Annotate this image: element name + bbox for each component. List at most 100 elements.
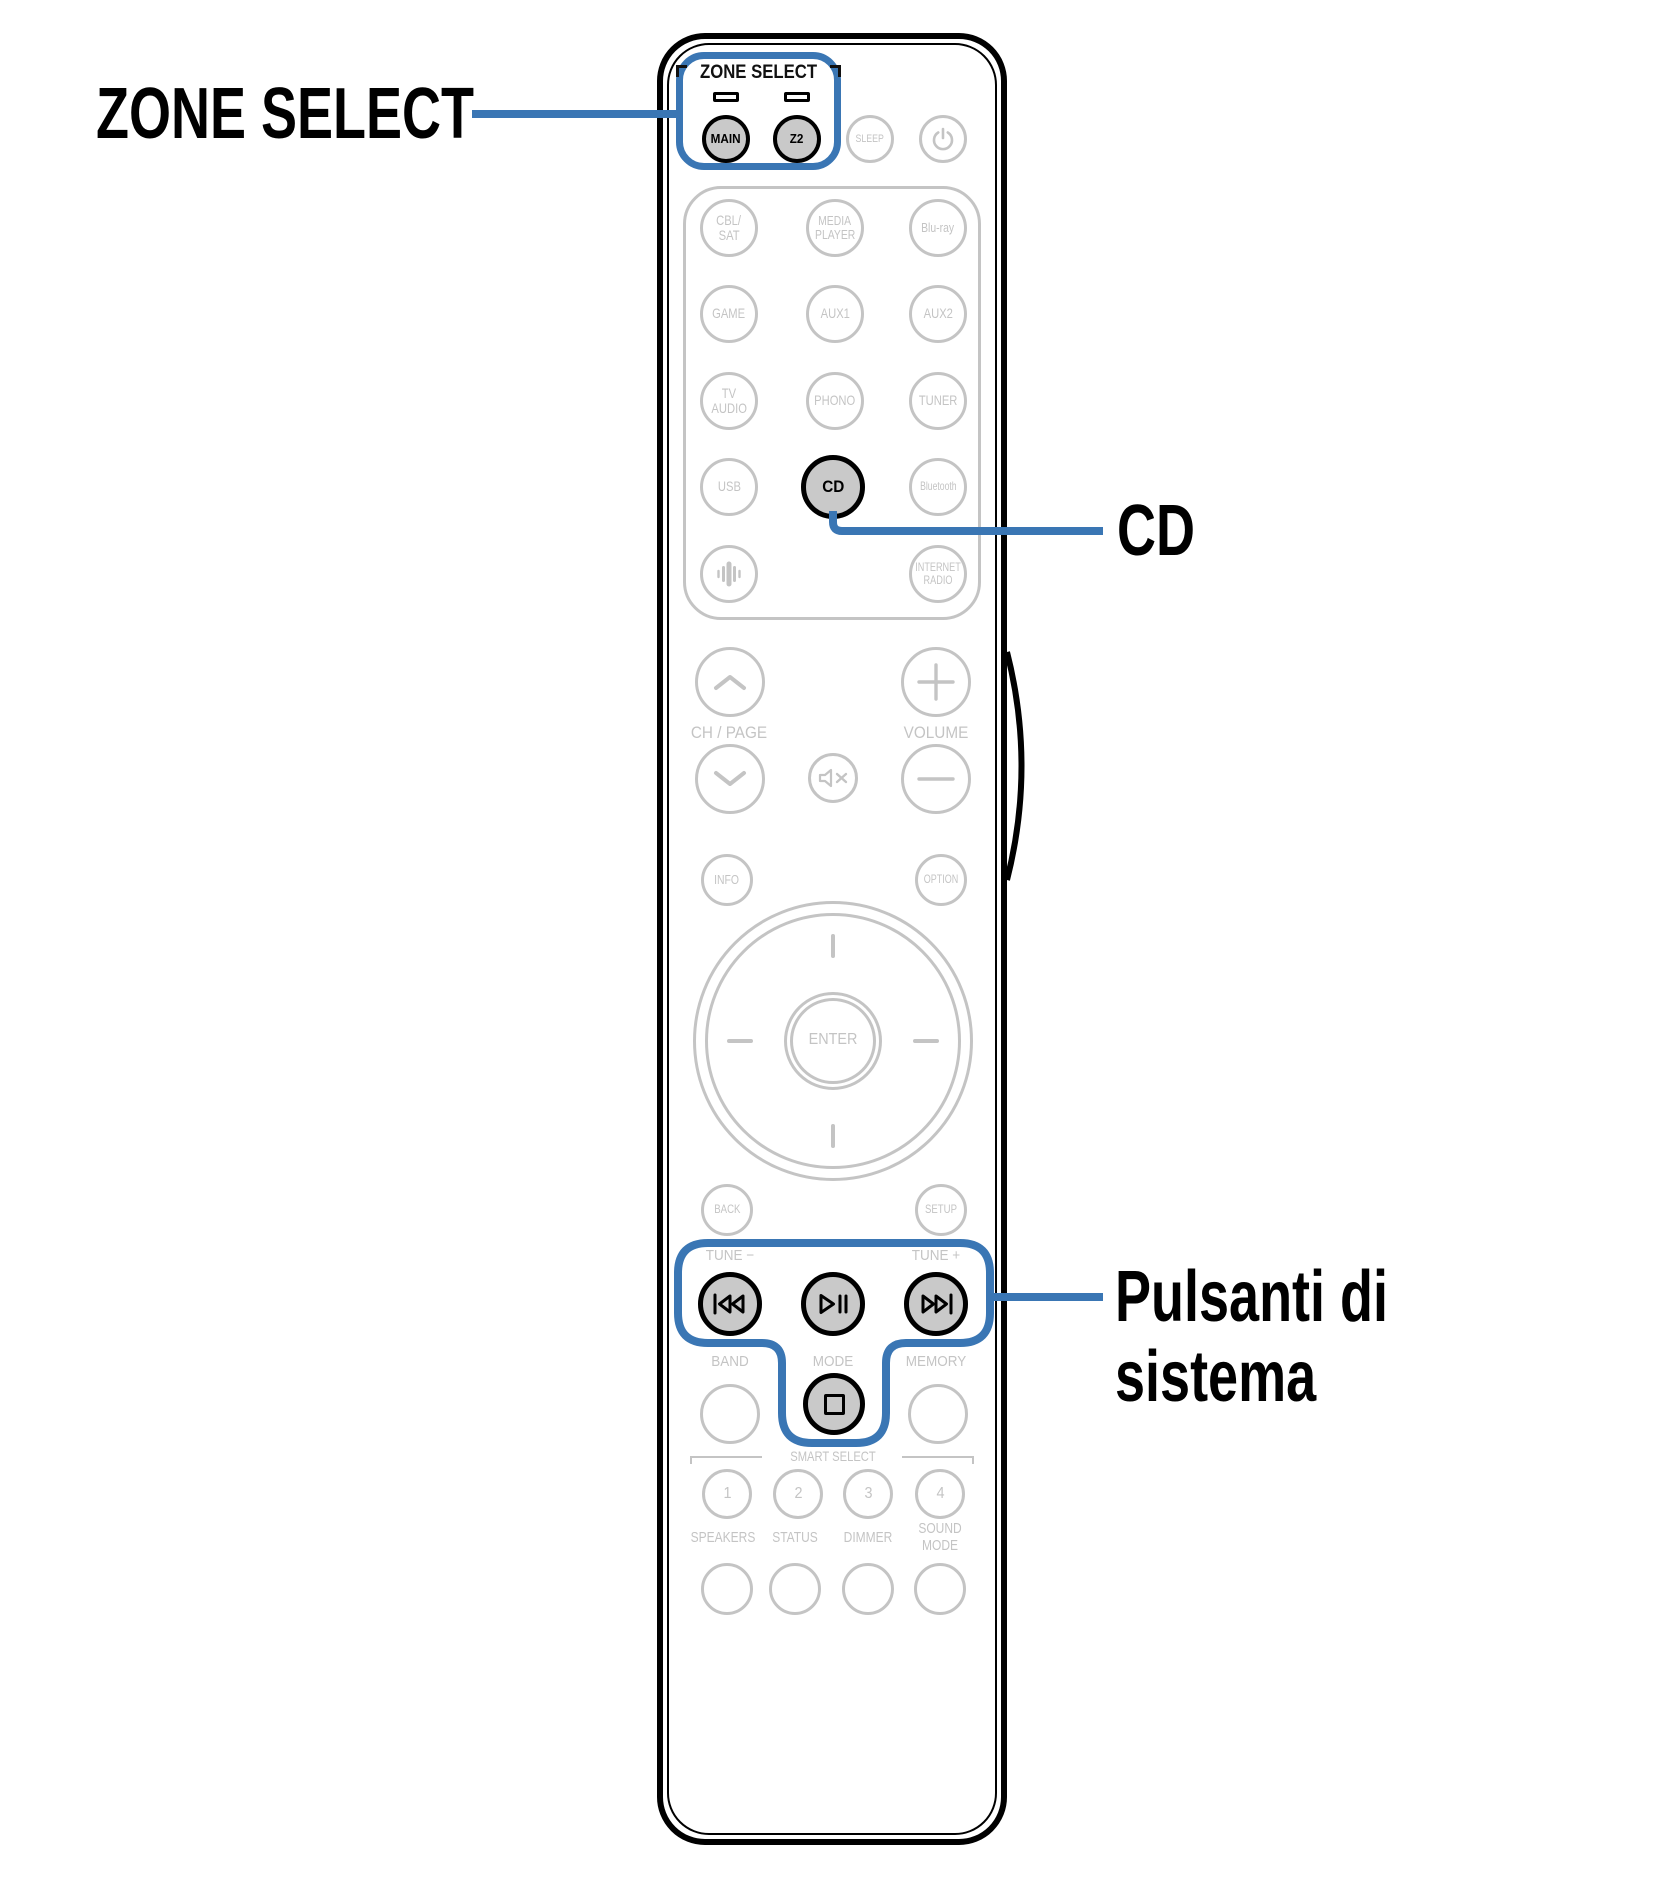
smart-select-4-label: 4 xyxy=(935,1485,945,1503)
audio-wave-button xyxy=(700,545,758,603)
zone-select-corner-right xyxy=(830,65,841,77)
main-zone-button-label: MAIN xyxy=(711,130,741,146)
play-pause-button xyxy=(801,1272,865,1336)
aux1-label: AUX1 xyxy=(820,305,850,322)
remote-inner-outline xyxy=(667,43,997,1835)
sound-mode-label: SOUND MODE xyxy=(870,1520,1010,1554)
minus-icon xyxy=(916,775,956,783)
speakers-button xyxy=(701,1563,753,1615)
bluetooth-label: Bluetooth xyxy=(919,479,957,494)
cursor-left-mark xyxy=(727,1039,753,1043)
smart-select-1-label: 1 xyxy=(722,1485,732,1503)
enter-button-outer xyxy=(784,992,882,1090)
zone-select-header-label: ZONE SELECT xyxy=(699,62,818,83)
callout-system-line2: sistema xyxy=(1115,1337,1317,1417)
smart-select-header-text: SMART SELECT xyxy=(790,1448,876,1464)
cursor-pad-inner-ring xyxy=(705,913,961,1169)
audio-wave-icon xyxy=(714,559,744,589)
zone-select-callout-line xyxy=(472,110,678,118)
zone-select-corner-left xyxy=(676,65,687,77)
volume-up-button xyxy=(901,647,971,717)
skip-forward-button xyxy=(904,1272,968,1336)
smart-select-line-right xyxy=(902,1456,974,1458)
cursor-up-mark xyxy=(831,934,835,958)
skip-back-button xyxy=(698,1272,762,1336)
volume-label-text: VOLUME xyxy=(903,723,969,742)
usb-label: USB xyxy=(717,478,741,495)
source-buttons-group xyxy=(683,186,981,620)
tv-audio-label-1: TV xyxy=(721,384,737,401)
cbl-sat-label-2: SAT xyxy=(718,227,740,243)
status-label: STATUS xyxy=(725,1529,865,1547)
dimmer-label-text: DIMMER xyxy=(843,1529,893,1546)
setup-label: SETUP xyxy=(924,1202,957,1217)
info-button: INFO xyxy=(701,854,753,906)
status-button xyxy=(769,1563,821,1615)
zone-main-led xyxy=(713,92,739,102)
bluray-button: Blu-ray xyxy=(909,199,967,257)
power-button xyxy=(919,115,967,163)
chevron-down-icon xyxy=(712,770,748,788)
smart-select-line-left xyxy=(690,1456,762,1458)
zone-select-header: ZONE SELECT xyxy=(676,62,841,84)
play-pause-icon xyxy=(813,1291,853,1317)
callout-zone-select: ZONE SELECT xyxy=(96,74,475,154)
dimmer-button xyxy=(842,1563,894,1615)
smart-select-1-button: 1 xyxy=(702,1469,752,1519)
ch-page-label-text: CH / PAGE xyxy=(690,723,768,742)
media-player-label-2: PLAYER xyxy=(814,227,856,242)
smart-select-tick-right xyxy=(972,1456,974,1464)
internet-radio-label-2: RADIO xyxy=(923,573,953,587)
ch-page-label: CH / PAGE xyxy=(659,723,799,743)
setup-button: SETUP xyxy=(915,1184,967,1236)
tv-audio-button: TV AUDIO xyxy=(700,372,758,430)
sound-mode-label-2: MODE xyxy=(922,1536,958,1554)
speakers-label: SPEAKERS xyxy=(653,1529,793,1547)
memory-label: MEMORY xyxy=(866,1353,1006,1371)
power-icon xyxy=(930,126,956,152)
smart-select-3-button: 3 xyxy=(843,1469,893,1519)
cd-button: CD xyxy=(801,455,865,519)
tune-minus-label-text: TUNE − xyxy=(705,1247,755,1264)
media-player-button: MEDIA PLAYER xyxy=(806,199,864,257)
smart-select-tick-left xyxy=(690,1456,692,1464)
internet-radio-label-1: INTERNET xyxy=(915,559,961,574)
sound-mode-label-1: SOUND xyxy=(918,1520,962,1537)
enter-label: ENTER xyxy=(763,1031,903,1049)
sleep-button: SLEEP xyxy=(846,115,894,163)
cursor-right-mark xyxy=(913,1039,939,1043)
internet-radio-button: INTERNET RADIO xyxy=(909,545,967,603)
callout-system-line1: Pulsanti di xyxy=(1115,1257,1389,1337)
sound-mode-button xyxy=(914,1563,966,1615)
callout-system-buttons: Pulsanti di sistema xyxy=(1115,1257,1388,1417)
cursor-pad-outer-ring xyxy=(693,901,973,1181)
channel-down-button xyxy=(695,744,765,814)
main-zone-button: MAIN xyxy=(702,115,750,163)
cbl-sat-button: CBL/ SAT xyxy=(700,199,758,257)
callout-cd: CD xyxy=(1117,491,1195,571)
memory-label-text: MEMORY xyxy=(905,1353,967,1370)
remote-side-bump xyxy=(1004,651,1025,881)
stop-button xyxy=(803,1373,865,1435)
phono-label: PHONO xyxy=(814,392,856,409)
zone-select-highlight xyxy=(676,52,841,170)
cursor-down-mark xyxy=(831,1124,835,1148)
smart-select-2-label: 2 xyxy=(793,1485,803,1503)
sleep-button-label: SLEEP xyxy=(855,132,885,145)
mute-icon xyxy=(817,767,850,789)
phono-button: PHONO xyxy=(806,372,864,430)
smart-select-2-button: 2 xyxy=(773,1469,823,1519)
volume-label: VOLUME xyxy=(866,723,1006,743)
zone2-button-label: Z2 xyxy=(790,130,804,146)
volume-down-button xyxy=(901,744,971,814)
zone2-button: Z2 xyxy=(773,115,821,163)
channel-up-button xyxy=(695,647,765,717)
zone-z2-led xyxy=(784,92,810,102)
tune-plus-label: TUNE + xyxy=(866,1247,1006,1265)
info-label: INFO xyxy=(714,871,740,887)
bluetooth-button: Bluetooth xyxy=(909,458,967,516)
back-button: BACK xyxy=(701,1184,753,1236)
cd-button-label: CD xyxy=(821,476,845,496)
speakers-label-text: SPEAKERS xyxy=(690,1529,756,1546)
enter-button xyxy=(790,998,876,1084)
